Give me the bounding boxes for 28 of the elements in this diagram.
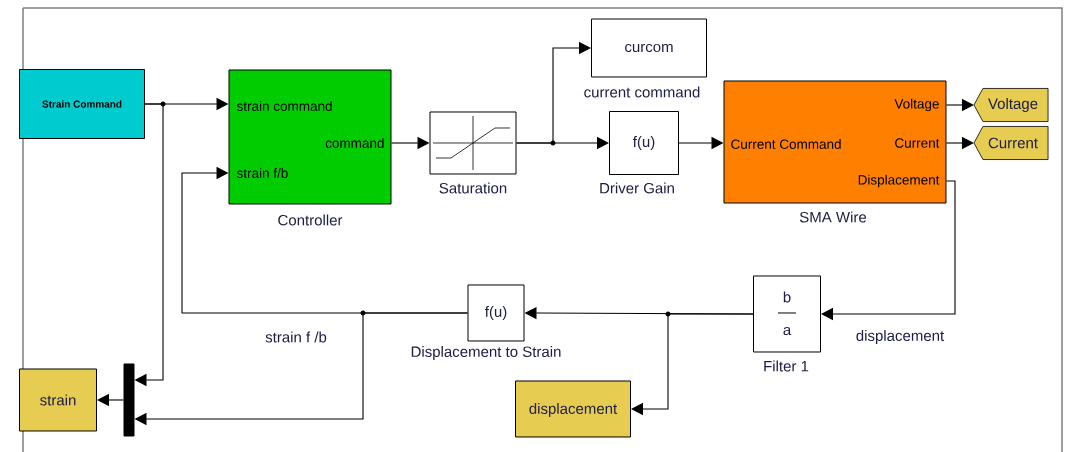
block-label: Driver Gain bbox=[600, 182, 674, 194]
port-label: Current Command bbox=[731, 139, 841, 149]
block-label: Saturation bbox=[439, 182, 507, 194]
block-text: b bbox=[783, 291, 791, 303]
edge-label: strain f /b bbox=[264, 330, 328, 344]
block-text: Strain Command bbox=[42, 100, 122, 108]
block-label: SMA Wire bbox=[799, 211, 867, 223]
port-label: Current bbox=[895, 138, 940, 148]
block-text: f(u) bbox=[632, 136, 655, 150]
block-text: strain bbox=[40, 394, 76, 406]
block-label: Filter 1 bbox=[764, 360, 809, 372]
block-label: Controller bbox=[278, 214, 343, 226]
block-text: a bbox=[783, 326, 792, 336]
block-text: displacement bbox=[529, 403, 618, 417]
block-label: current command bbox=[584, 86, 700, 98]
block-text: Current bbox=[988, 137, 1038, 149]
port-label: command bbox=[325, 138, 384, 148]
block-text: curcom bbox=[625, 43, 673, 53]
block-text: Voltage bbox=[988, 98, 1038, 112]
port-label: strain f/b bbox=[236, 168, 288, 178]
port-label: Voltage bbox=[894, 98, 939, 112]
port-label: Displacement bbox=[858, 174, 940, 188]
edge-label: displacement bbox=[854, 329, 946, 345]
arrow bbox=[821, 180, 956, 321]
block-label: Displacement to Strain bbox=[411, 346, 561, 360]
block-text: f(u) bbox=[485, 306, 507, 320]
arrow bbox=[631, 313, 754, 416]
port-label: strain command bbox=[236, 101, 332, 111]
